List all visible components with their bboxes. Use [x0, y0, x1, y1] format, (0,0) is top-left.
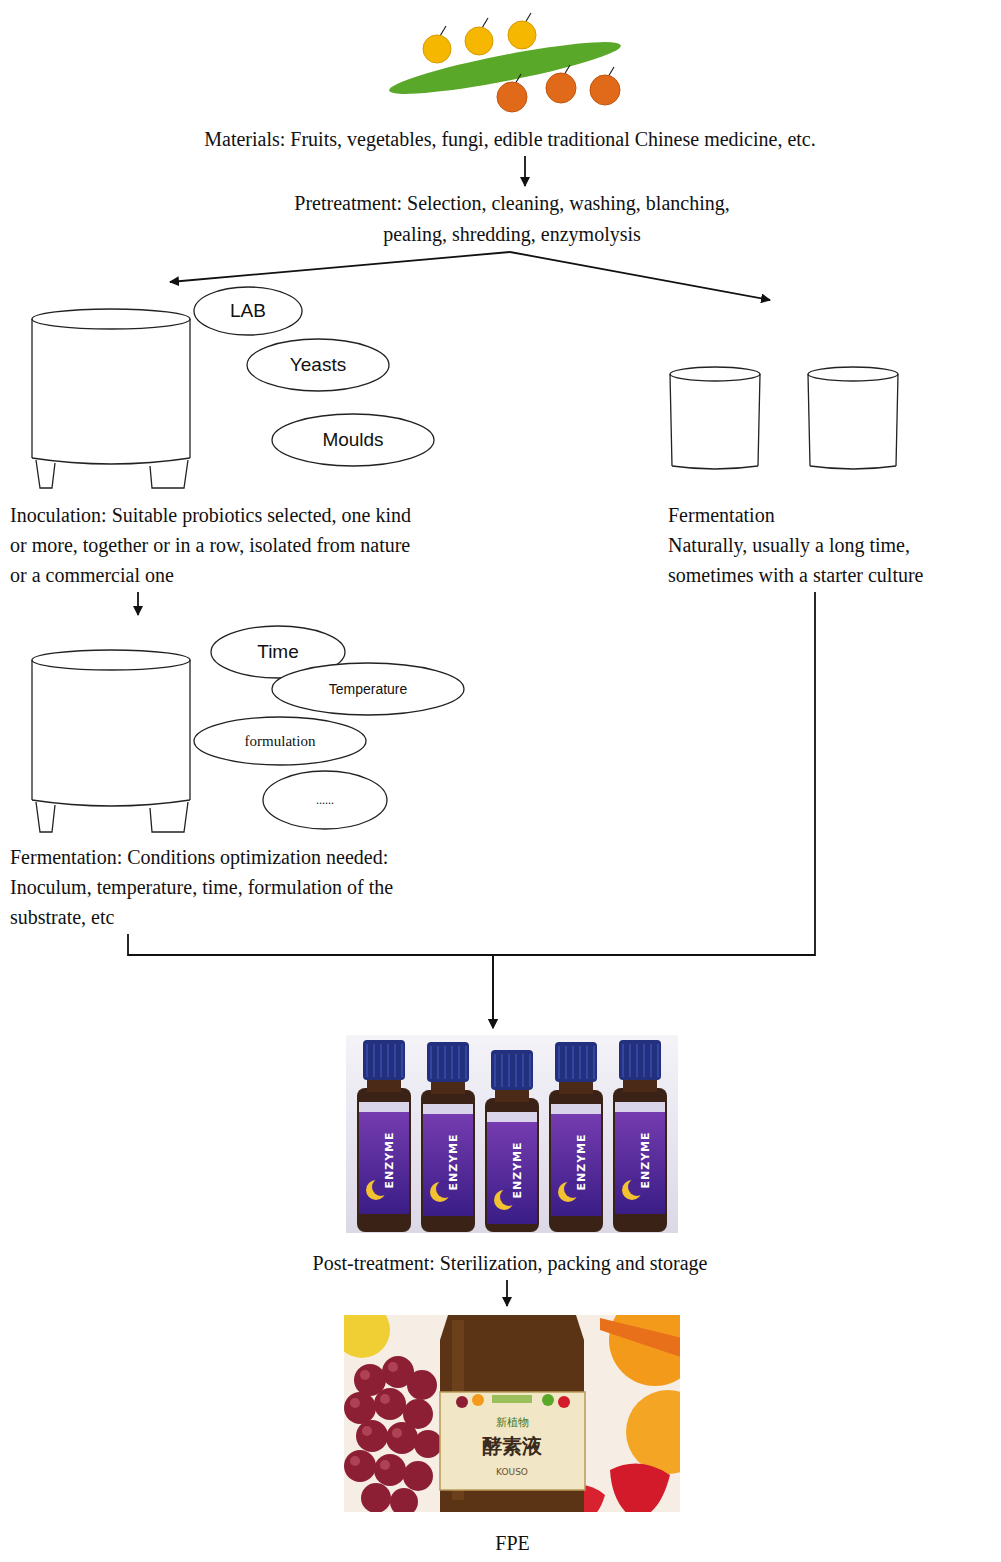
bottle-label: ENZYME: [576, 1133, 587, 1190]
flow-arrow: [170, 252, 510, 282]
process-step: FermentationNaturally, usually a long ti…: [668, 300, 994, 590]
ellipse-label: Time: [257, 641, 299, 664]
fpe-photo: [344, 1315, 680, 1512]
ellipse-label: Moulds: [322, 429, 383, 452]
step-text: Pretreatment: Selection, cleaning, washi…: [287, 188, 737, 250]
ellipse-label: ......: [316, 793, 334, 807]
ellipse-label: LAB: [230, 300, 266, 323]
product-label: KOUSO: [496, 1468, 528, 1477]
step-text: Inoculation: Suitable probiotics selecte…: [10, 500, 420, 590]
product-label: 酵素液: [482, 1436, 542, 1456]
ellipse-node: LAB: [193, 286, 303, 336]
bottle-label: ENZYME: [384, 1131, 395, 1188]
flow-arrow: [524, 156, 526, 186]
step-text: Materials: Fruits, vegetables, fungi, ed…: [100, 124, 920, 154]
ellipse-label: Yeasts: [290, 354, 346, 377]
fermentation-tank: [32, 309, 190, 488]
ellipse-shape: [247, 339, 389, 391]
step-text: Post-treatment: Sterilization, packing a…: [250, 1248, 770, 1278]
step-text: Fermentation: Conditions optimization ne…: [10, 842, 410, 932]
fermentation-cups: [670, 367, 898, 469]
ellipse-shape: [194, 287, 302, 335]
bottle-label: ENZYME: [448, 1133, 459, 1190]
flow-arrow: [128, 934, 493, 1028]
process-step: FPE: [340, 1308, 685, 1558]
ellipse-shape: [272, 663, 464, 715]
ellipse-label: formulation: [245, 732, 316, 750]
step-text: Fermentation: [668, 500, 994, 530]
ellipse-node: Moulds: [271, 413, 435, 467]
bottle-label: ENZYME: [512, 1141, 523, 1198]
ellipse-label: Temperature: [329, 681, 408, 698]
flow-arrow: [137, 592, 139, 615]
materials-illustration: [387, 13, 624, 112]
process-step: Pretreatment: Selection, cleaning, washi…: [287, 188, 737, 250]
flow-arrow: [506, 1280, 508, 1306]
bottle-label: ENZYME: [640, 1131, 651, 1188]
product-label: 新植物: [496, 1417, 529, 1428]
ellipse-node: ......: [262, 770, 388, 830]
flow-arrow: [493, 592, 815, 1028]
fermentation-tank: [32, 650, 190, 832]
ellipse-node: Yeasts: [246, 338, 390, 392]
process-step: Materials: Fruits, vegetables, fungi, ed…: [100, 124, 920, 154]
step-text: FPE: [340, 1528, 685, 1558]
ellipse-shape: [272, 414, 434, 466]
step-text: Naturally, usually a long time, sometime…: [668, 530, 994, 590]
ellipse-shape: [263, 771, 387, 829]
ellipse-node: formulation: [193, 716, 367, 766]
enzyme-bottles-photo: [346, 1035, 678, 1233]
ellipse-shape: [194, 717, 366, 765]
process-step: Post-treatment: Sterilization, packing a…: [250, 1030, 770, 1278]
flow-arrow: [510, 252, 770, 300]
ellipse-node: Temperature: [271, 662, 465, 716]
